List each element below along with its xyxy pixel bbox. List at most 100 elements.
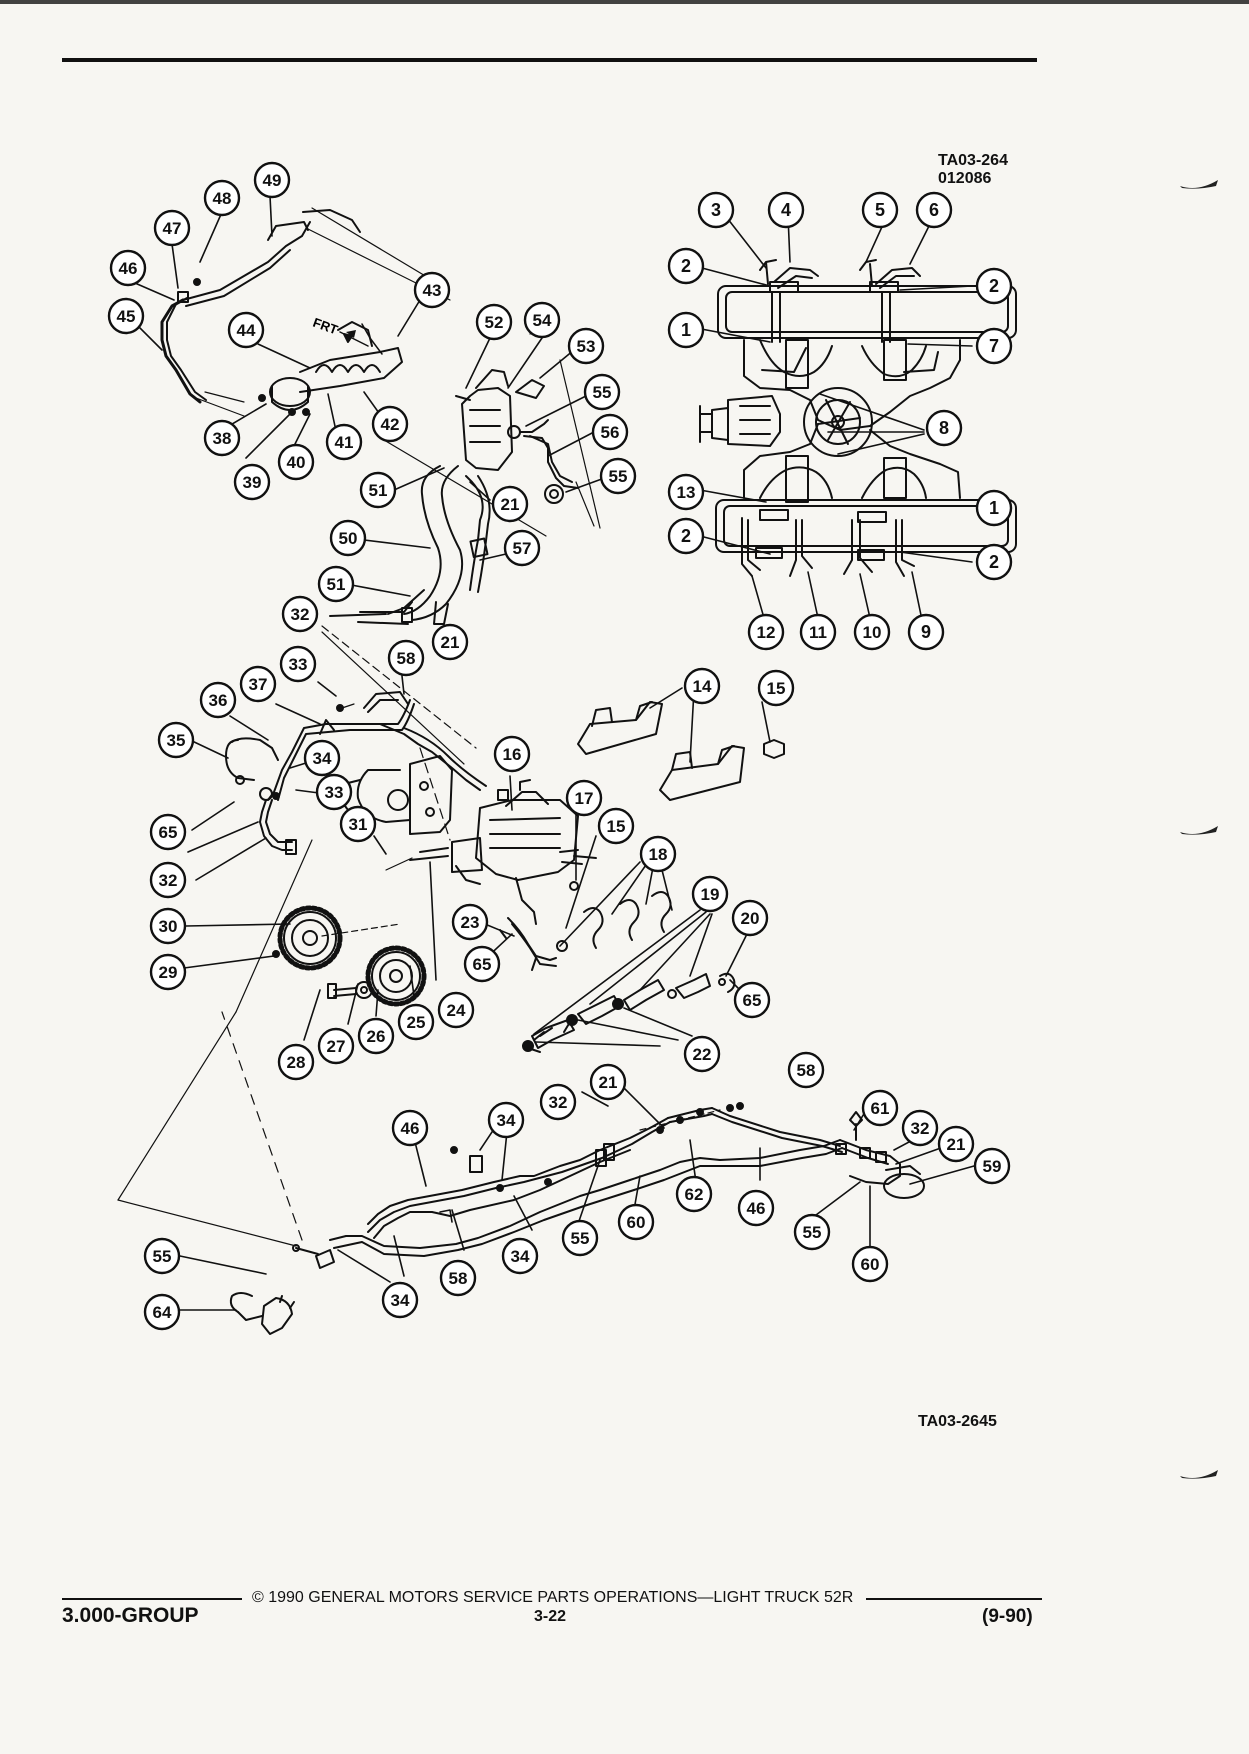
callout-number: 36 <box>209 691 228 710</box>
callout-13: 13 <box>667 473 705 511</box>
callout-32: 32 <box>281 595 319 633</box>
callout-balloon <box>149 907 187 945</box>
callout-number: 15 <box>607 817 626 836</box>
callout-33: 33 <box>279 645 317 683</box>
callout-34: 34 <box>501 1237 539 1275</box>
callout-35: 35 <box>157 721 195 759</box>
callout-balloon <box>149 861 187 899</box>
callout-60: 60 <box>851 1245 889 1283</box>
callout-32: 32 <box>539 1083 577 1121</box>
callout-balloon <box>901 1109 939 1147</box>
callout-balloon <box>975 543 1013 581</box>
injection-line-brackets <box>577 701 785 801</box>
callout-number: 19 <box>701 885 720 904</box>
callout-number: 28 <box>287 1053 306 1072</box>
callout-number: 9 <box>921 622 931 642</box>
callout-balloon <box>253 161 291 199</box>
callout-number: 2 <box>989 552 999 572</box>
callout-42: 42 <box>371 405 409 443</box>
callout-number: 32 <box>291 605 310 624</box>
callout-58: 58 <box>787 1051 825 1089</box>
callout-balloon <box>501 1237 539 1275</box>
callout-55: 55 <box>793 1213 831 1251</box>
callout-number: 34 <box>391 1291 410 1310</box>
callout-balloon <box>523 301 561 339</box>
callout-balloon <box>381 1281 419 1319</box>
callout-balloon <box>317 1027 355 1065</box>
callout-1: 1 <box>975 489 1013 527</box>
callout-number: 1 <box>989 498 999 518</box>
callout-balloon <box>413 271 451 309</box>
callout-balloon <box>975 267 1013 305</box>
callout-16: 16 <box>493 735 531 773</box>
callout-55: 55 <box>583 373 621 411</box>
manifold-lines-assembly <box>699 259 1017 577</box>
callout-number: 38 <box>213 429 232 448</box>
callout-44: 44 <box>227 311 265 349</box>
callout-41: 41 <box>325 423 363 461</box>
callout-15: 15 <box>597 807 635 845</box>
footer-page-number: 3-22 <box>534 1608 567 1625</box>
callout-balloon <box>599 457 637 495</box>
callout-number: 8 <box>939 418 949 438</box>
callout-balloon <box>793 1213 831 1251</box>
callout-number: 15 <box>767 679 786 698</box>
callout-18: 18 <box>639 835 677 873</box>
callout-20: 20 <box>731 899 769 937</box>
callout-balloon <box>667 247 705 285</box>
callout-32: 32 <box>901 1109 939 1147</box>
callout-number: 46 <box>401 1119 420 1138</box>
callout-51: 51 <box>317 565 355 603</box>
callout-number: 6 <box>929 200 939 220</box>
callout-25: 25 <box>397 1003 435 1041</box>
callout-balloon <box>667 311 705 349</box>
callout-58: 58 <box>387 639 425 677</box>
callout-number: 64 <box>153 1303 172 1322</box>
callout-number: 23 <box>461 913 480 932</box>
callout-balloon <box>975 489 1013 527</box>
callout-10: 10 <box>853 613 891 651</box>
callout-number: 44 <box>237 321 256 340</box>
callout-balloon <box>325 423 363 461</box>
callout-17: 17 <box>565 779 603 817</box>
callout-number: 65 <box>159 823 178 842</box>
callout-31: 31 <box>339 805 377 843</box>
callout-balloon <box>371 405 409 443</box>
callout-balloon <box>617 1203 655 1241</box>
callout-number: 34 <box>497 1111 516 1130</box>
callout-balloon <box>583 373 621 411</box>
callout-balloon <box>227 311 265 349</box>
callout-29: 29 <box>149 953 187 991</box>
callout-number: 46 <box>747 1199 766 1218</box>
callout-number: 22 <box>693 1045 712 1064</box>
callout-number: 45 <box>117 307 136 326</box>
callout-57: 57 <box>503 529 541 567</box>
callout-64: 64 <box>143 1293 181 1331</box>
callout-number: 41 <box>335 433 354 452</box>
callout-balloon <box>315 773 353 811</box>
callout-balloon <box>937 1125 975 1163</box>
callout-number: 55 <box>803 1223 822 1242</box>
callout-balloon <box>279 645 317 683</box>
callout-balloon <box>491 485 529 523</box>
callout-balloon <box>281 595 319 633</box>
callout-balloon <box>697 191 735 229</box>
callout-2: 2 <box>975 267 1013 305</box>
callout-54: 54 <box>523 301 561 339</box>
callout-balloon <box>203 419 241 457</box>
callout-number: 30 <box>159 917 178 936</box>
callout-balloon <box>149 813 187 851</box>
callout-balloon <box>667 517 705 555</box>
callout-33: 33 <box>315 773 353 811</box>
callout-15: 15 <box>757 669 795 707</box>
footer-revision: (9-90) <box>982 1606 1033 1627</box>
callout-number: 37 <box>249 675 268 694</box>
callout-balloon <box>463 945 501 983</box>
callout-number: 33 <box>325 783 344 802</box>
callout-59: 59 <box>973 1147 1011 1185</box>
callout-balloon <box>915 191 953 229</box>
callout-number: 3 <box>711 200 721 220</box>
callout-number: 55 <box>609 467 628 486</box>
callout-balloon <box>143 1237 181 1275</box>
